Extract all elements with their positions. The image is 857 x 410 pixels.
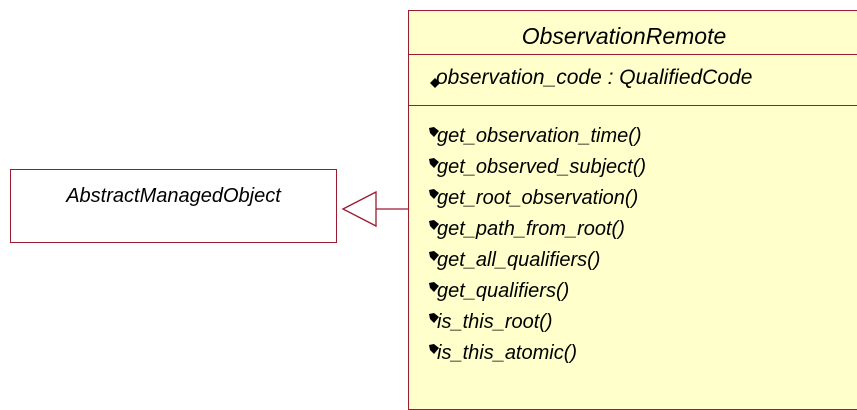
operation-bullet-icon bbox=[429, 282, 439, 292]
attribute-bullet-icon bbox=[430, 78, 440, 88]
operation-bullet-icon bbox=[429, 344, 439, 354]
operation-row[interactable]: get_observed_subject() bbox=[437, 156, 647, 178]
attributes-divider bbox=[409, 105, 857, 106]
operation-row[interactable]: is_this_root() bbox=[437, 311, 553, 333]
generalization-arrowhead bbox=[341, 190, 377, 228]
generalization-arrow bbox=[341, 190, 408, 228]
operation-row[interactable]: get_all_qualifiers() bbox=[437, 249, 601, 271]
superclass-box[interactable]: AbstractManagedObject bbox=[10, 169, 337, 243]
name-divider bbox=[409, 54, 857, 55]
operation-row[interactable]: is_this_atomic() bbox=[437, 342, 578, 364]
operation-bullet-icon bbox=[429, 220, 439, 230]
class-name: ObservationRemote bbox=[521, 23, 727, 49]
superclass-name: AbstractManagedObject bbox=[66, 185, 281, 207]
operation-bullet-icon bbox=[429, 313, 439, 323]
operation-row[interactable]: get_path_from_root() bbox=[437, 218, 625, 240]
operation-bullet-icon bbox=[429, 158, 439, 168]
operation-bullet-icon bbox=[429, 189, 439, 199]
class-box[interactable]: ObservationRemote observation_code : Qua… bbox=[408, 10, 857, 410]
operation-row[interactable]: get_qualifiers() bbox=[437, 280, 570, 302]
operation-row[interactable]: get_observation_time() bbox=[437, 125, 642, 147]
operation-bullet-icon bbox=[429, 127, 439, 137]
attribute-row[interactable]: observation_code : QualifiedCode bbox=[436, 66, 753, 89]
operation-bullet-icon bbox=[429, 251, 439, 261]
operation-row[interactable]: get_root_observation() bbox=[437, 187, 639, 209]
